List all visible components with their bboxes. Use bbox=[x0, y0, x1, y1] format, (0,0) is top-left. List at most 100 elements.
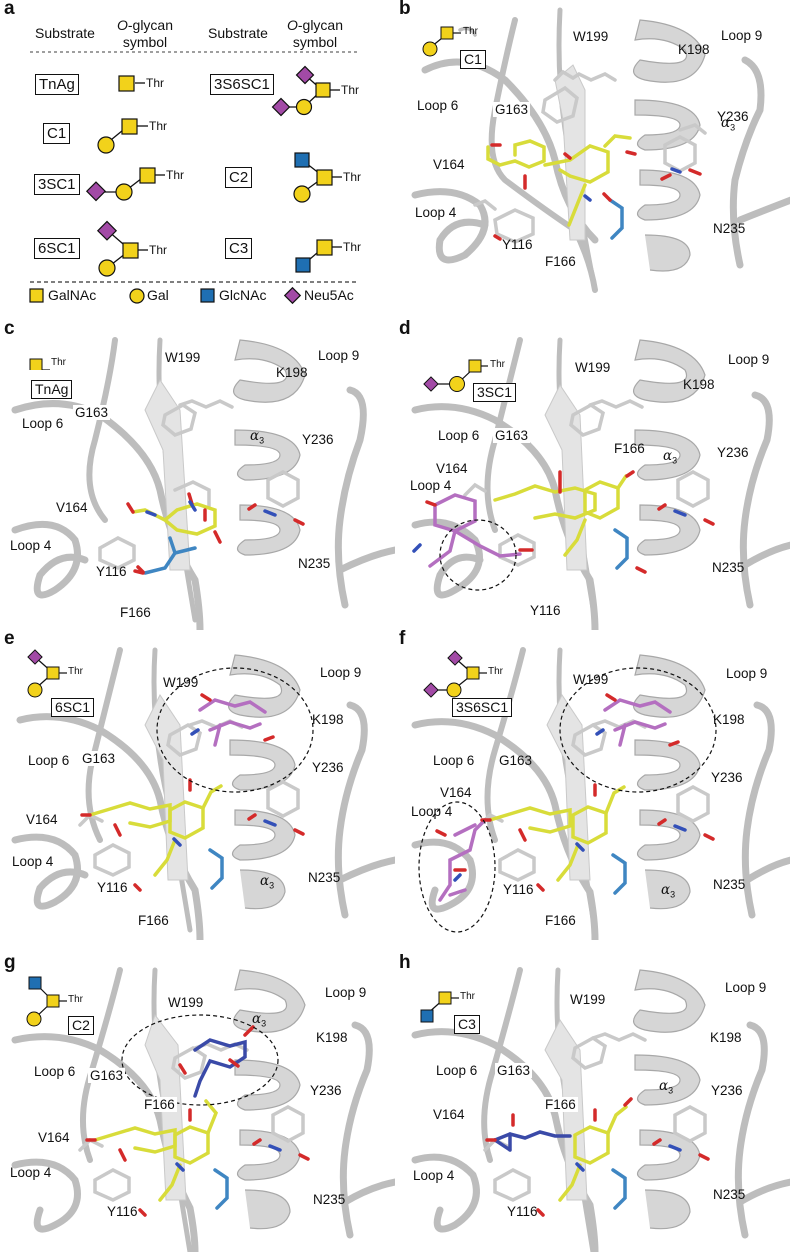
label-y116: Y116 bbox=[507, 1204, 538, 1219]
label-n235: N235 bbox=[713, 877, 746, 892]
panel-g-structure: g Thr C2 W199 α3 K198 Loop 9 Loop 6 G163… bbox=[0, 940, 395, 1252]
label-w199: W199 bbox=[168, 995, 204, 1010]
substrate-6sc1: 6SC1 bbox=[34, 238, 80, 259]
substrate-badge: C3 bbox=[454, 1015, 480, 1034]
label-v164: V164 bbox=[38, 1130, 70, 1145]
label-k198: K198 bbox=[713, 712, 745, 727]
c1-symbol bbox=[97, 118, 148, 154]
label-y236: Y236 bbox=[310, 1083, 342, 1098]
tnag-glycan-icon bbox=[29, 358, 50, 370]
label-f166: F166 bbox=[543, 1097, 578, 1112]
substrate-c3: C3 bbox=[225, 238, 253, 259]
panel-label-g: g bbox=[4, 952, 16, 973]
label-alpha3: α3 bbox=[663, 448, 678, 466]
label-loop9: Loop 9 bbox=[721, 28, 763, 43]
label-loop6: Loop 6 bbox=[436, 1063, 478, 1078]
c3-thr: Thr bbox=[343, 240, 361, 254]
label-loop4: Loop 4 bbox=[10, 1165, 52, 1180]
c3-symbol bbox=[295, 239, 342, 273]
label-y116: Y116 bbox=[503, 882, 534, 897]
label-y116: Y116 bbox=[530, 603, 561, 618]
substrate-c1: C1 bbox=[43, 123, 71, 144]
label-n235: N235 bbox=[712, 560, 745, 575]
label-g163: G163 bbox=[495, 1063, 533, 1078]
c1-thr-label: Thr bbox=[463, 26, 478, 37]
label-n235: N235 bbox=[713, 221, 746, 236]
label-v164: V164 bbox=[436, 461, 468, 476]
galnac-legend-icon bbox=[29, 288, 44, 303]
panel-label-h: h bbox=[399, 952, 411, 973]
panel-label-b: b bbox=[399, 0, 411, 19]
label-k198: K198 bbox=[710, 1030, 742, 1045]
panel-b-structure: b Thr C1 W199 K198 Loop 9 Loop 6 G163 α3… bbox=[395, 0, 790, 310]
panel-e-structure: e Thr 6SC1 W199 K198 Loop 9 Loop 6 G163 … bbox=[0, 630, 395, 940]
label-loop6: Loop 6 bbox=[22, 416, 64, 431]
protein-ribbon-scene bbox=[11, 337, 395, 630]
panel-label-f: f bbox=[399, 630, 406, 649]
c1-glycan-icon bbox=[422, 26, 461, 57]
substrate-c2: C2 bbox=[225, 167, 253, 188]
label-f166: F166 bbox=[545, 254, 576, 269]
protein-ribbon-scene bbox=[411, 647, 790, 940]
label-loop6: Loop 6 bbox=[34, 1064, 76, 1079]
label-g163: G163 bbox=[73, 405, 111, 420]
3s6sc1-thr-label: Thr bbox=[488, 666, 503, 677]
label-g163: G163 bbox=[80, 751, 118, 766]
neu5ac-legend-icon bbox=[283, 286, 302, 305]
6sc1-glycan-icon bbox=[27, 649, 67, 698]
label-loop6: Loop 6 bbox=[417, 98, 459, 113]
label-n235: N235 bbox=[298, 556, 331, 571]
protein-ribbon-scene bbox=[411, 337, 790, 630]
label-y236: Y236 bbox=[717, 109, 749, 124]
label-loop6: Loop 6 bbox=[438, 428, 480, 443]
label-alpha3: α3 bbox=[721, 115, 736, 133]
label-g163: G163 bbox=[493, 102, 531, 117]
tnag-thr: Thr bbox=[146, 76, 164, 90]
label-loop9: Loop 9 bbox=[325, 985, 367, 1000]
substrate-badge: TnAg bbox=[31, 380, 73, 399]
legend-galnac: GalNAc bbox=[48, 287, 97, 303]
label-loop9: Loop 9 bbox=[726, 666, 768, 681]
label-loop9: Loop 9 bbox=[728, 352, 770, 367]
3sc1-glycan-icon bbox=[423, 359, 488, 392]
header-substrate-1: Substrate bbox=[35, 25, 95, 41]
c2-thr: Thr bbox=[343, 170, 361, 184]
label-loop9: Loop 9 bbox=[725, 980, 767, 995]
label-f166: F166 bbox=[120, 605, 151, 620]
label-y236: Y236 bbox=[312, 760, 344, 775]
label-f166: F166 bbox=[138, 913, 169, 928]
label-v164: V164 bbox=[433, 157, 465, 172]
label-y236: Y236 bbox=[302, 432, 334, 447]
label-alpha3: α3 bbox=[659, 1078, 674, 1096]
panel-f-structure: f Thr 3S6SC1 W199 K198 Loop 9 Loop 6 G16… bbox=[395, 630, 790, 940]
6sc1-thr: Thr bbox=[149, 243, 167, 257]
label-w199: W199 bbox=[163, 675, 199, 690]
c2-glycan-icon bbox=[26, 976, 67, 1027]
label-loop9: Loop 9 bbox=[320, 665, 362, 680]
c2-symbol bbox=[293, 152, 342, 203]
label-k198: K198 bbox=[683, 377, 715, 392]
label-loop4: Loop 4 bbox=[413, 1168, 455, 1183]
label-y116: Y116 bbox=[97, 880, 128, 895]
label-loop9: Loop 9 bbox=[318, 348, 360, 363]
label-n235: N235 bbox=[313, 1192, 346, 1207]
label-g163: G163 bbox=[499, 753, 533, 768]
label-y116: Y116 bbox=[502, 237, 533, 252]
label-y236: Y236 bbox=[717, 445, 749, 460]
panel-label-a: a bbox=[4, 0, 15, 19]
label-w199: W199 bbox=[573, 672, 609, 687]
label-loop6: Loop 6 bbox=[28, 753, 70, 768]
label-v164: V164 bbox=[26, 812, 58, 827]
label-v164: V164 bbox=[56, 500, 88, 515]
label-y116: Y116 bbox=[107, 1204, 138, 1219]
label-n235: N235 bbox=[308, 870, 341, 885]
label-w199: W199 bbox=[165, 350, 201, 365]
label-y116: Y116 bbox=[96, 564, 127, 579]
gal-legend-icon bbox=[129, 288, 145, 304]
legend-glcnac: GlcNAc bbox=[219, 287, 267, 303]
c3-thr-label: Thr bbox=[460, 991, 475, 1002]
6sc1-thr-label: Thr bbox=[68, 666, 83, 677]
label-w199: W199 bbox=[573, 29, 609, 44]
